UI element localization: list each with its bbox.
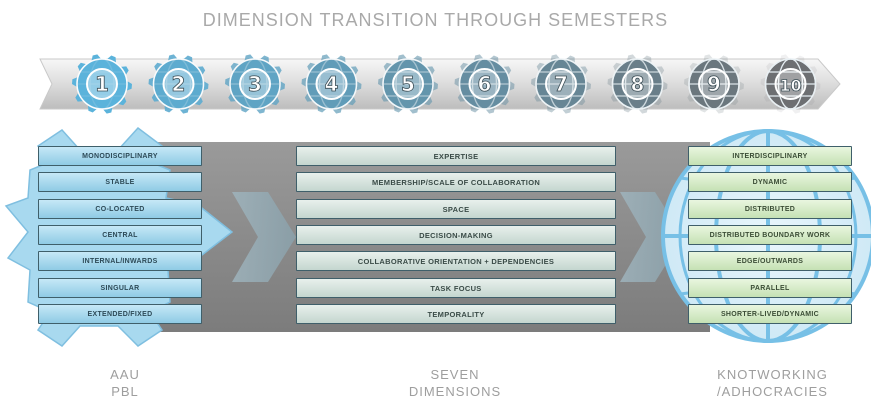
chevron-arrow-left [232, 192, 296, 282]
right-dimension-box-4: DISTRIBUTED BOUNDARY WORK [688, 224, 852, 245]
middle-dimension-box-1: EXPERTISE [296, 146, 616, 166]
gear-icon: 2 [148, 54, 209, 114]
bottom-label-knotworking: KNOTWORKING /ADHOCRACIES [717, 367, 828, 399]
bottom-label-aau-pbl: AAU PBL [110, 367, 140, 399]
semester-markers: 1 2 3 4 5 6 7 8 9 10 [72, 54, 821, 114]
right-dimension-box-7: SHORTER-LIVED/DYNAMIC [688, 303, 852, 324]
left-dimension-box-7: EXTENDED/FIXED [38, 303, 202, 324]
semester-number-10: 10 [779, 76, 801, 95]
bottom-label-seven-dimensions: SEVEN DIMENSIONS [408, 367, 502, 399]
gear-icon: 3 [225, 54, 285, 114]
gear-icon: 1 [72, 54, 132, 114]
globe-icon: 6 [454, 54, 515, 114]
left-dimension-box-1: MONODISCIPLINARY [38, 146, 202, 166]
semester-number-5: 5 [401, 72, 415, 96]
semester-number-4: 4 [325, 72, 339, 96]
middle-dimension-box-3: SPACE [296, 198, 616, 219]
semester-number-8: 8 [631, 72, 645, 96]
right-dimension-box-1: INTERDISCIPLINARY [688, 146, 852, 166]
semester-number-6: 6 [478, 72, 492, 96]
right-dimension-box-3: DISTRIBUTED [688, 198, 852, 219]
middle-dimension-box-6: TASK FOCUS [296, 277, 616, 298]
semester-number-2: 2 [172, 72, 186, 96]
right-dimension-box-5: EDGE/OUTWARDS [688, 251, 852, 272]
right-dimension-box-6: PARALLEL [688, 277, 852, 298]
semester-number-1: 1 [95, 72, 109, 96]
right-dimension-box-2: DYNAMIC [688, 172, 852, 193]
middle-dimension-box-4: DECISION-MAKING [296, 224, 616, 245]
semester-number-7: 7 [554, 72, 568, 96]
gear-icon: 4 [301, 54, 362, 114]
globe-icon: 10 [760, 54, 821, 114]
globe-icon: 9 [684, 54, 744, 114]
middle-dimension-box-7: TEMPORALITY [296, 303, 616, 324]
left-dimension-box-2: STABLE [38, 172, 202, 193]
globe-icon: 8 [607, 54, 668, 114]
globe-icon: 5 [378, 54, 438, 114]
globe-icon: 7 [531, 54, 591, 114]
left-dimension-box-3: CO-LOCATED [38, 198, 202, 219]
middle-dimension-box-5: COLLABORATIVE ORIENTATION + DEPENDENCIES [296, 251, 616, 272]
left-dimension-box-5: INTERNAL/INWARDS [38, 251, 202, 272]
middle-dimension-box-2: MEMBERSHIP/SCALE OF COLLABORATION [296, 172, 616, 193]
semester-number-3: 3 [248, 72, 262, 96]
left-dimension-box-4: CENTRAL [38, 224, 202, 245]
semester-number-9: 9 [707, 72, 721, 96]
diagram-title: DIMENSION TRANSITION THROUGH SEMESTERS [202, 10, 669, 30]
left-dimension-box-6: SINGULAR [38, 277, 202, 298]
